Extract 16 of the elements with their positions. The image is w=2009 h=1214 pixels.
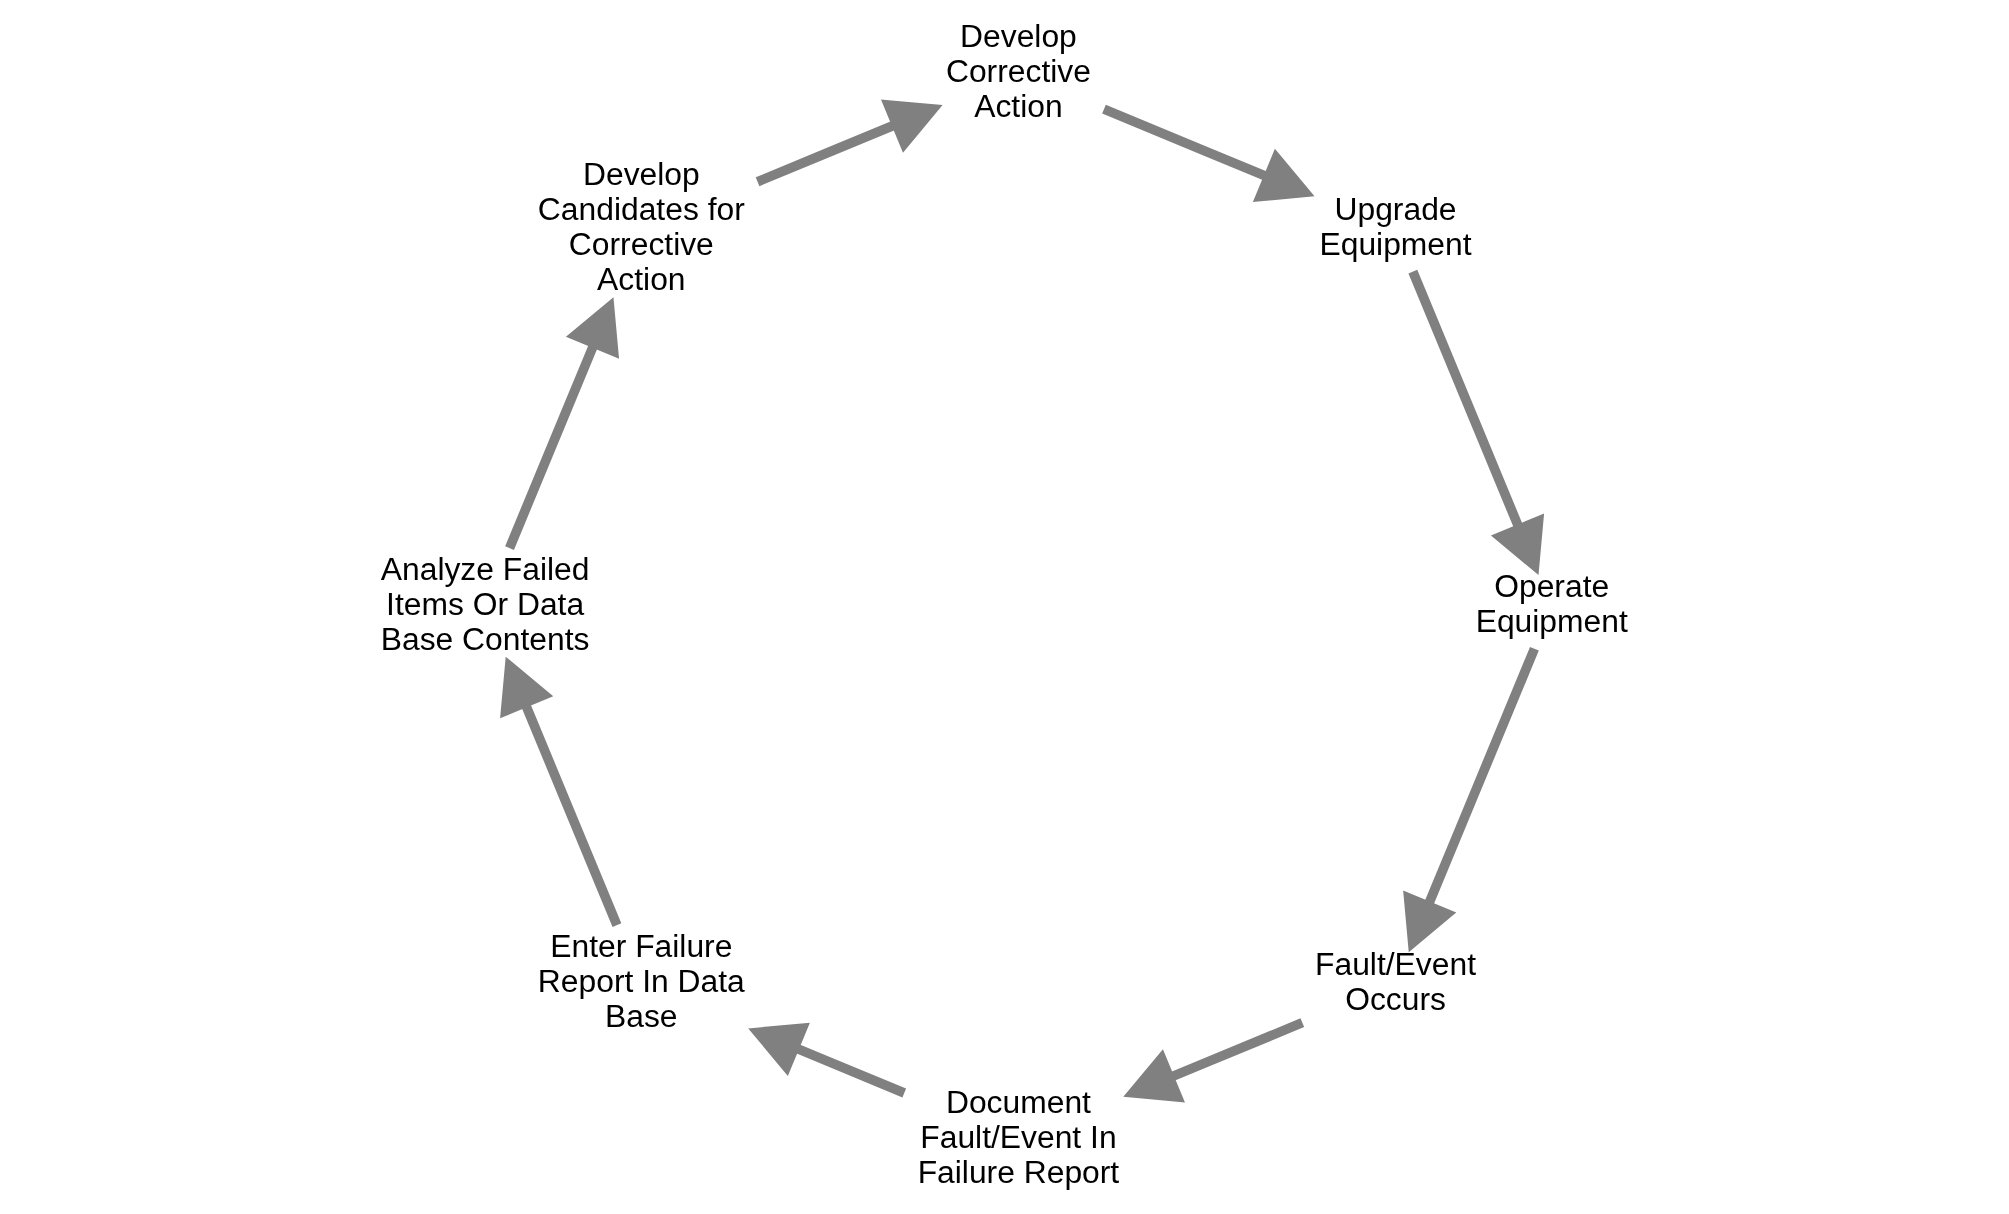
node-text: Upgrade Equipment — [1319, 191, 1472, 263]
node-text: Analyze Failed Items Or Data Base Contents — [380, 550, 590, 657]
arrow — [755, 99, 943, 187]
arrow — [1102, 104, 1315, 202]
node-text: Document Fault/Event In Failure Report — [917, 1084, 1120, 1191]
node-text: Enter Failure Report In Data Base — [537, 928, 745, 1035]
node-text: Fault/Event Occurs — [1315, 945, 1476, 1017]
arrow — [505, 297, 620, 550]
node-text: Develop Candidates for Corrective Action — [537, 156, 745, 298]
node-text: Develop Corrective Action — [945, 17, 1091, 124]
arrow — [1403, 646, 1539, 953]
arrow — [1123, 1018, 1305, 1103]
arrow — [748, 1022, 907, 1098]
arrow — [1408, 269, 1545, 576]
arrow — [500, 656, 622, 927]
node-text: Operate Equipment — [1475, 568, 1628, 640]
